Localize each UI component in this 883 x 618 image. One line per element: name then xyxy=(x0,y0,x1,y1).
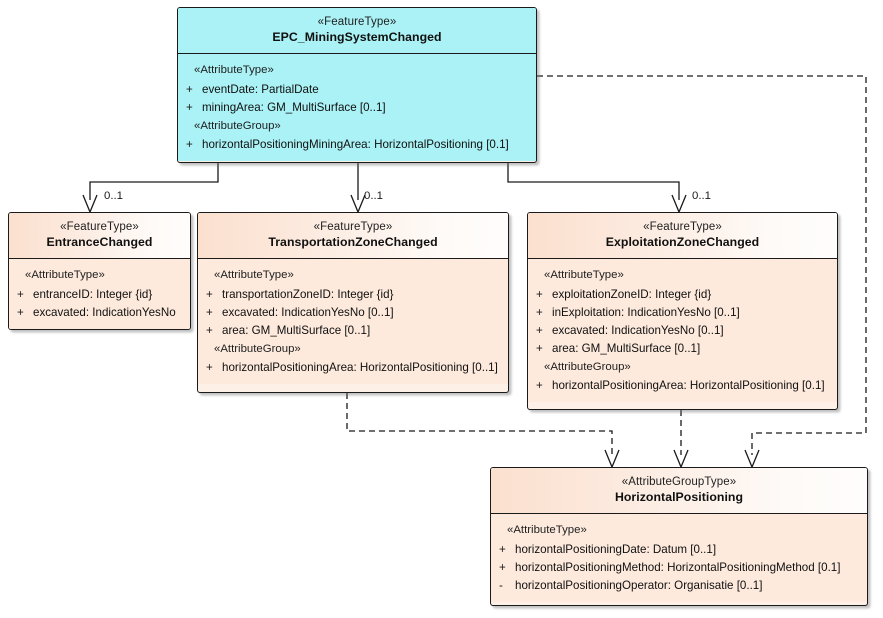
class-name: TransportationZoneChanged xyxy=(268,234,438,249)
class-name: ExploitationZoneChanged xyxy=(605,234,760,249)
class-body: «AttributeType» + horizontalPositioningD… xyxy=(491,514,867,602)
visibility-marker: + xyxy=(536,287,543,301)
multiplicity-transportation: 0..1 xyxy=(364,190,383,202)
attribute-group-label: «AttributeGroup» xyxy=(214,342,301,355)
class-header: «AttributeGroupType» HorizontalPositioni… xyxy=(491,468,867,515)
attribute-signature: horizontalPositioningMethod: HorizontalP… xyxy=(515,560,841,574)
visibility-marker: - xyxy=(499,578,503,592)
attribute-group-label: «AttributeType» xyxy=(194,64,274,77)
visibility-marker: + xyxy=(206,287,213,301)
attribute-row: + inExploitation: IndicationYesNo [0..1] xyxy=(532,304,833,322)
multiplicity-exploitation: 0..1 xyxy=(692,190,711,202)
dep-mining-arrowhead xyxy=(744,449,760,469)
attribute-signature: excavated: IndicationYesNo xyxy=(33,305,176,319)
attribute-signature: eventDate: PartialDate xyxy=(202,82,319,96)
visibility-marker: + xyxy=(536,379,543,393)
attribute-signature: excavated: IndicationYesNo [0..1] xyxy=(222,305,394,319)
visibility-marker: + xyxy=(536,341,543,355)
class-header: «FeatureType» EPC_MiningSystemChanged xyxy=(178,8,536,55)
attribute-row: + horizontalPositioningArea: HorizontalP… xyxy=(532,377,833,395)
attribute-signature: horizontalPositioningArea: HorizontalPos… xyxy=(222,361,498,375)
attribute-row: + exploitationZoneID: Integer {id} xyxy=(532,286,833,304)
attribute-row: + horizontalPositioningMethod: Horizonta… xyxy=(495,559,863,577)
class-entrancechanged[interactable]: «FeatureType» EntranceChanged «Attribute… xyxy=(8,212,191,330)
visibility-marker: + xyxy=(206,305,213,319)
class-body: «AttributeType» + exploitationZoneID: In… xyxy=(528,259,837,403)
attribute-row: + transportationZoneID: Integer {id} xyxy=(202,286,504,304)
attribute-signature: transportationZoneID: Integer {id} xyxy=(222,287,394,301)
class-transportationzonechanged[interactable]: «FeatureType» TransportationZoneChanged … xyxy=(197,212,509,393)
attribute-row: + entranceID: Integer {id} xyxy=(13,286,186,304)
visibility-marker: + xyxy=(206,361,213,375)
attribute-signature: area: GM_MultiSurface [0..1] xyxy=(222,323,371,337)
assoc-mining-to-entrance xyxy=(82,163,219,214)
class-header: «FeatureType» EntranceChanged xyxy=(9,213,190,260)
attribute-group-label: «AttributeType» xyxy=(214,269,294,282)
attribute-signature: horizontalPositioningOperator: Organisat… xyxy=(515,578,763,592)
attribute-row: + horizontalPositioningDate: Datum [0..1… xyxy=(495,541,863,559)
attribute-row: + area: GM_MultiSurface [0..1] xyxy=(532,340,833,358)
class-stereotype: «FeatureType» xyxy=(313,221,393,233)
visibility-marker: + xyxy=(17,305,24,319)
attribute-signature: exploitationZoneID: Integer {id} xyxy=(552,287,712,301)
class-stereotype: «FeatureType» xyxy=(643,221,722,233)
attribute-row: + area: GM_MultiSurface [0..1] xyxy=(202,322,504,340)
visibility-marker: + xyxy=(499,542,506,556)
assoc-mining-to-transportation xyxy=(350,163,366,214)
attribute-row: + excavated: IndicationYesNo [0..1] xyxy=(532,322,833,340)
attribute-signature: horizontalPositioningDate: Datum [0..1] xyxy=(515,542,717,556)
attribute-row: + excavated: IndicationYesNo [0..1] xyxy=(202,304,504,322)
attribute-row: + miningArea: GM_MultiSurface [0..1] xyxy=(182,99,532,117)
attribute-row: + horizontalPositioningArea: HorizontalP… xyxy=(202,359,504,377)
attribute-group-label: «AttributeType» xyxy=(544,269,624,282)
attribute-signature: area: GM_MultiSurface [0..1] xyxy=(552,341,701,355)
class-header: «FeatureType» ExploitationZoneChanged xyxy=(528,213,837,260)
class-header: «FeatureType» TransportationZoneChanged xyxy=(198,213,508,260)
attribute-row: + excavated: IndicationYesNo xyxy=(13,304,186,322)
attribute-row: + horizontalPositioningMiningArea: Horiz… xyxy=(182,136,532,154)
assoc-mining-to-exploitation xyxy=(507,163,687,214)
class-horizontalpositioning[interactable]: «AttributeGroupType» HorizontalPositioni… xyxy=(490,467,868,606)
attribute-signature: miningArea: GM_MultiSurface [0..1] xyxy=(202,100,386,114)
class-body: «AttributeType» + entranceID: Integer {i… xyxy=(9,259,190,329)
dep-transportation-arrowhead xyxy=(604,449,620,469)
visibility-marker: + xyxy=(186,100,193,114)
visibility-marker: + xyxy=(206,323,213,337)
visibility-marker: + xyxy=(186,138,193,152)
attribute-group-label: «AttributeGroup» xyxy=(194,119,281,132)
visibility-marker: + xyxy=(499,560,506,574)
attribute-signature: inExploitation: IndicationYesNo [0..1] xyxy=(552,305,740,319)
attribute-signature: horizontalPositioningMiningArea: Horizon… xyxy=(202,138,509,152)
class-name: HorizontalPositioning xyxy=(614,489,744,504)
attribute-row: + eventDate: PartialDate xyxy=(182,81,532,99)
class-body: «AttributeType» + eventDate: PartialDate… xyxy=(178,54,536,162)
visibility-marker: + xyxy=(536,323,543,337)
visibility-marker: + xyxy=(536,305,543,319)
attribute-row: - horizontalPositioningOperator: Organis… xyxy=(495,577,863,595)
attribute-group-label: «AttributeGroup» xyxy=(544,360,631,373)
attribute-group-label: «AttributeType» xyxy=(25,269,105,282)
class-epc-miningsystemchanged[interactable]: «FeatureType» EPC_MiningSystemChanged «A… xyxy=(177,7,537,163)
class-name: EPC_MiningSystemChanged xyxy=(272,29,442,44)
attribute-group-label: «AttributeType» xyxy=(507,524,587,537)
attribute-signature: entranceID: Integer {id} xyxy=(33,287,153,301)
attribute-signature: excavated: IndicationYesNo [0..1] xyxy=(552,323,724,337)
class-name: EntranceChanged xyxy=(46,234,153,249)
class-body: «AttributeType» + transportationZoneID: … xyxy=(198,259,508,385)
class-stereotype: «AttributeGroupType» xyxy=(621,476,737,488)
visibility-marker: + xyxy=(186,82,193,96)
dep-exploitation-arrowhead xyxy=(673,449,689,469)
class-stereotype: «FeatureType» xyxy=(317,16,397,28)
multiplicity-entrance: 0..1 xyxy=(104,190,123,202)
class-stereotype: «FeatureType» xyxy=(60,221,139,233)
visibility-marker: + xyxy=(17,287,24,301)
attribute-signature: horizontalPositioningArea: HorizontalPos… xyxy=(552,379,825,393)
class-exploitationzonechanged[interactable]: «FeatureType» ExploitationZoneChanged «A… xyxy=(527,212,838,410)
